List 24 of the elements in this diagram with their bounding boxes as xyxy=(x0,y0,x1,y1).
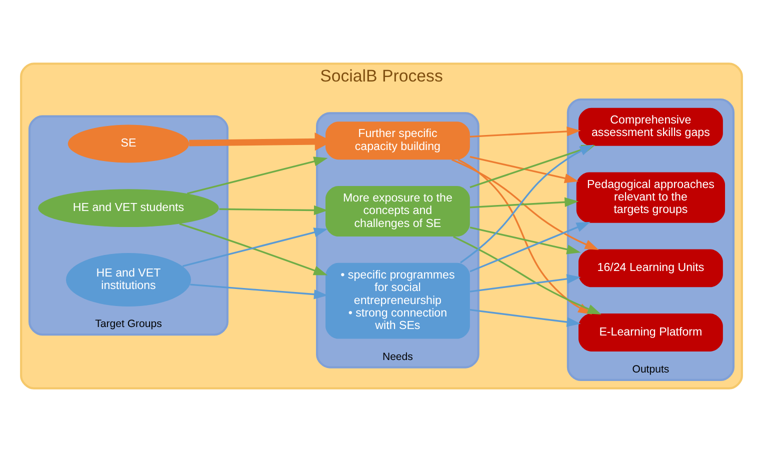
arrow xyxy=(179,223,328,276)
arrow xyxy=(186,156,328,194)
arrow xyxy=(470,126,581,138)
node-ellipse: HE and VET students xyxy=(38,189,219,228)
arrow xyxy=(470,226,581,254)
node-box: Pedagogical approaches relevant to the targets groups xyxy=(576,172,726,223)
arrow xyxy=(470,197,579,208)
arrow xyxy=(219,205,328,216)
arrow xyxy=(470,309,581,327)
node-box: • specific programmes for social entrepreneurship • strong connection with SEs xyxy=(325,262,470,339)
arrow xyxy=(470,156,579,184)
node-ellipse: SE xyxy=(68,124,190,163)
arrow xyxy=(190,284,328,300)
node-box: 16/24 Learning Units xyxy=(578,249,723,288)
arrow xyxy=(470,222,590,272)
node-box: E-Learning Platform xyxy=(578,314,723,352)
arrow xyxy=(182,228,328,267)
node-box: Comprehensive assessment skills gaps xyxy=(578,108,723,146)
arrow xyxy=(451,158,599,250)
arrow xyxy=(460,144,594,264)
node-box: Further specific capacity building xyxy=(325,122,470,160)
arrow xyxy=(470,274,581,292)
node-box: More exposure to the concepts and challenges of SE xyxy=(325,186,470,237)
node-ellipse: HE and VET institutions xyxy=(66,252,191,307)
